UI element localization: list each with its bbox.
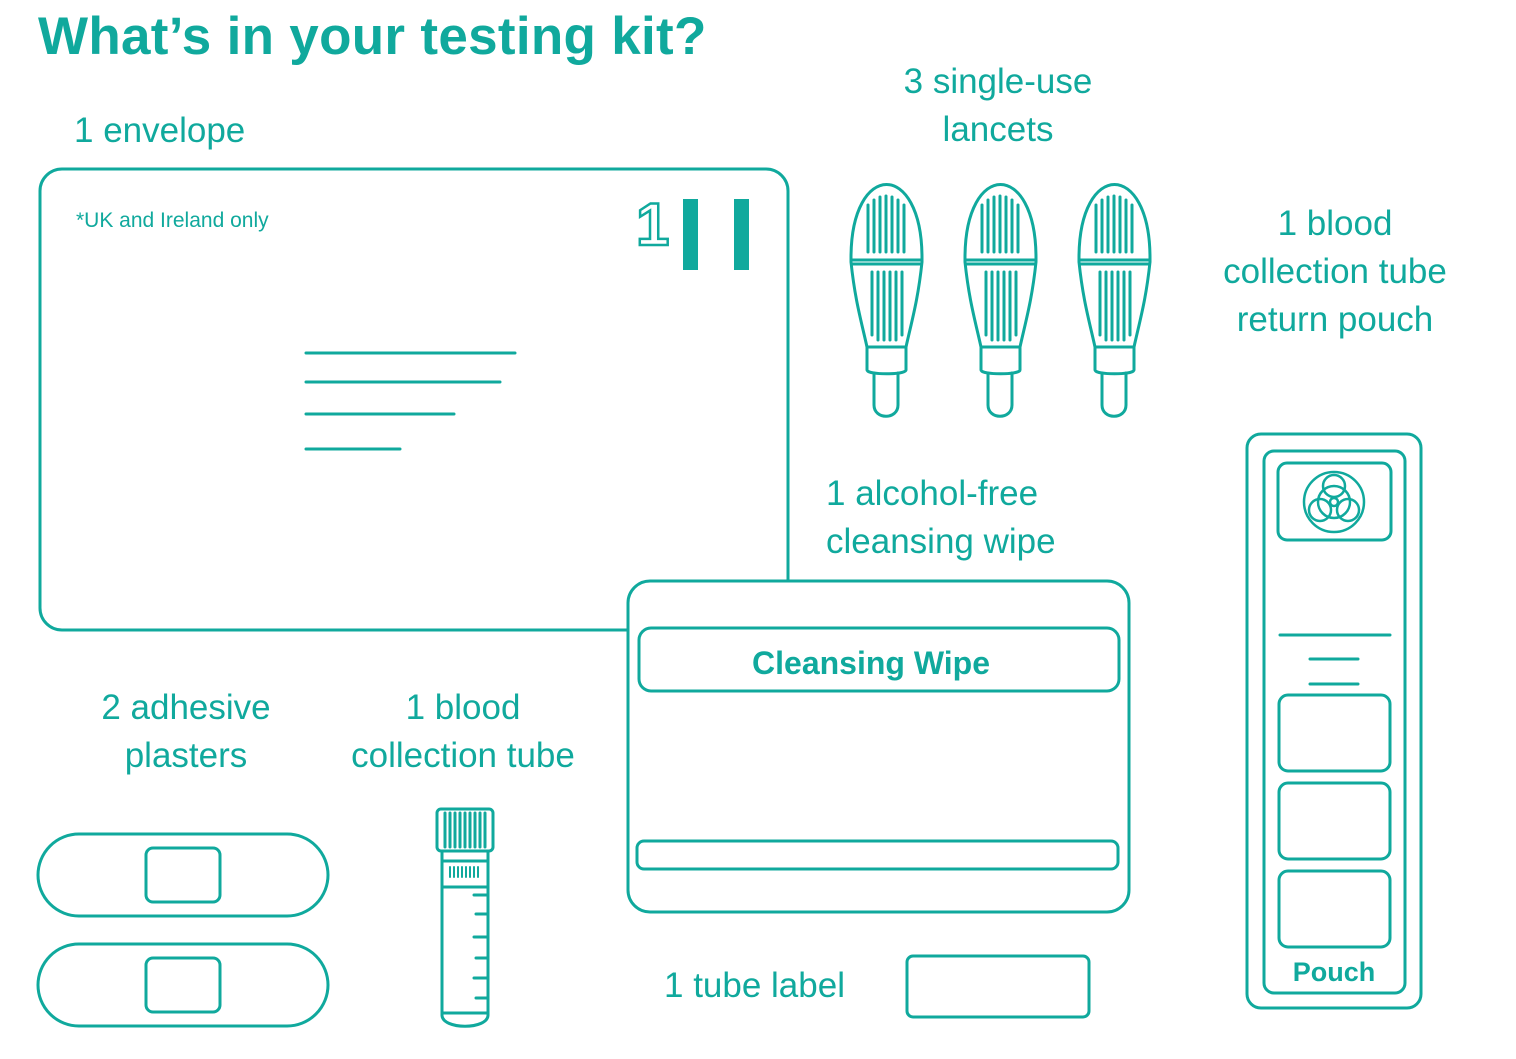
- envelope-label-text: 1 envelope: [74, 111, 246, 150]
- plaster: [36, 832, 330, 918]
- lancet: [849, 183, 924, 418]
- envelope: [38, 167, 790, 632]
- plasters-label-line2: plasters: [124, 736, 248, 775]
- tube-label-sticker: [905, 954, 1091, 1019]
- lancets-label-line2: lancets: [942, 110, 1054, 149]
- cleansing-wipe: [626, 579, 1131, 914]
- return-pouch: [1245, 432, 1423, 1010]
- tube-sticker-label-text: 1 tube label: [664, 966, 845, 1005]
- tube-label-line2: collection tube: [351, 736, 575, 775]
- plaster-pad: [144, 956, 222, 1014]
- pouch-slot: [1277, 693, 1392, 773]
- wipe-label: 1 alcohol-free cleansing wipe: [826, 470, 1056, 566]
- pouch-label-line1: 1 blood: [1277, 204, 1393, 243]
- wipe-tear-strip: [635, 839, 1120, 871]
- envelope-label: 1 envelope: [74, 107, 245, 155]
- blood-collection-tube: [435, 807, 495, 1028]
- tube-label-caption: 1 blood collection tube: [318, 684, 608, 780]
- plasters-label-line1: 2 adhesive: [101, 688, 271, 727]
- envelope-stamp-digit: 1: [636, 191, 669, 258]
- biohazard-icon: [1302, 470, 1366, 534]
- envelope-note: *UK and Ireland only: [76, 209, 269, 232]
- wipe-label-line2: cleansing wipe: [826, 522, 1056, 561]
- lancet: [1077, 183, 1152, 418]
- plaster: [36, 942, 330, 1028]
- tube-cap: [435, 807, 495, 853]
- pouch-slot: [1277, 869, 1392, 949]
- wipe-outline: [626, 579, 1131, 914]
- lancets-label: 3 single-use lancets: [858, 58, 1138, 154]
- pouch-outline: [1245, 432, 1423, 1010]
- postage-bar: [683, 199, 698, 270]
- pouch-label-line2: collection tube: [1223, 252, 1447, 291]
- plaster-strip: [36, 832, 330, 918]
- lancets-label-line1: 3 single-use: [903, 62, 1093, 101]
- biohazard-panel: [1276, 461, 1393, 542]
- pouch-text: Pouch: [1293, 957, 1376, 987]
- plasters-label: 2 adhesive plasters: [66, 684, 306, 780]
- lancet: [963, 183, 1038, 418]
- tube-sticker-label: 1 tube label: [664, 962, 845, 1010]
- plaster-strip: [36, 942, 330, 1028]
- postage-bar: [734, 199, 749, 270]
- pouch-slot: [1277, 781, 1392, 861]
- page-title: What’s in your testing kit?: [38, 7, 707, 66]
- wipe-band-text: Cleansing Wipe: [752, 645, 990, 681]
- wipe-label-line1: 1 alcohol-free: [826, 474, 1039, 513]
- wipe-label-band: [637, 626, 1121, 693]
- pouch-inner: [1262, 449, 1407, 995]
- envelope-outline: [38, 167, 790, 632]
- pouch-label: 1 blood collection tube return pouch: [1180, 200, 1490, 344]
- pouch-label-line3: return pouch: [1236, 300, 1434, 339]
- plaster-pad: [144, 846, 222, 904]
- tube-label-line1: 1 blood: [405, 688, 521, 727]
- tube-body: [440, 849, 490, 1028]
